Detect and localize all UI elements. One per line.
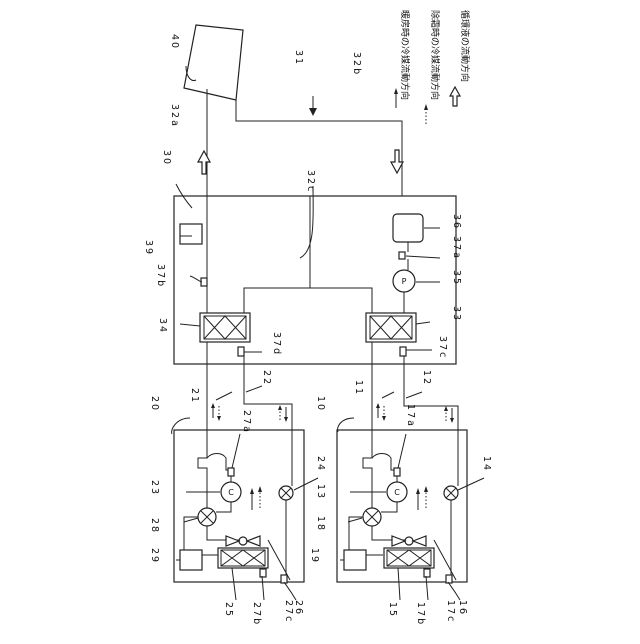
- sensor-17b: [424, 569, 430, 577]
- ref-label-31: 31: [293, 50, 304, 66]
- legend-heating: 暖房時の冷媒流動方向: [394, 10, 411, 108]
- hollow-arrow-icon: [450, 87, 460, 106]
- heat-exchanger-15: [384, 548, 434, 568]
- fan-icon-10: [392, 536, 426, 546]
- ref-label-15: 15: [387, 602, 398, 618]
- ref-label-29: 29: [149, 548, 160, 564]
- ref-label-34: 34: [157, 318, 168, 334]
- ref-label-27b: 27b: [251, 602, 262, 626]
- compressor-symbol-20: C: [228, 488, 234, 497]
- ref-label-32c: 32c: [305, 170, 316, 193]
- pump-symbol: P: [402, 277, 407, 286]
- legend-liquid: 循環液の流動方向: [450, 10, 471, 106]
- ref-label-37a: 37a: [451, 236, 462, 260]
- ref-label-10: 10: [315, 396, 326, 412]
- ref-label-16: 16: [457, 600, 468, 616]
- component-19: [344, 550, 366, 570]
- ref-label-22: 22: [261, 370, 272, 386]
- ref-label-32b: 32b: [351, 52, 362, 76]
- ref-label-24: 24: [315, 456, 326, 472]
- heat-exchanger-33: [366, 313, 416, 342]
- pipe-32b: [236, 100, 402, 196]
- ref-label-36: 36: [451, 214, 462, 230]
- arrow-31-head: [309, 108, 317, 116]
- ref-label-17b: 17b: [415, 602, 426, 626]
- sensor-37a: [399, 252, 405, 259]
- sensor-17c: [446, 575, 452, 583]
- component-36: [393, 214, 423, 242]
- ref-label-28: 28: [149, 518, 160, 534]
- hollow-arrow-icon-up: [198, 151, 210, 174]
- ref-label-27c: 27c: [283, 600, 294, 623]
- ref-label-12: 12: [421, 370, 432, 386]
- sensor-37c: [400, 347, 406, 356]
- ref-label-21: 21: [189, 388, 200, 404]
- sensor-37d: [238, 347, 244, 356]
- legend-defrost: 除霜時の冷媒流動方向: [424, 10, 441, 124]
- ref-label-11: 11: [353, 380, 364, 396]
- sensor-17a: [394, 468, 400, 476]
- ref-label-35: 35: [451, 270, 462, 286]
- ref-label-39: 39: [143, 240, 154, 256]
- ref-label-17c: 17c: [445, 600, 456, 623]
- legend-text-liquid: 循環液の流動方向: [459, 10, 471, 82]
- load-unit-40: [184, 25, 243, 100]
- sensor-27a: [228, 468, 234, 476]
- ref-label-37b: 37b: [155, 264, 166, 288]
- heat-exchanger-25: [218, 548, 268, 568]
- ref-label-40: 40: [169, 34, 180, 50]
- fan-icon-20: [226, 536, 260, 546]
- ref-label-17a: 17a: [405, 404, 416, 428]
- ref-label-25: 25: [223, 602, 234, 618]
- component-39: [180, 224, 202, 244]
- ref-label-32a: 32a: [169, 104, 180, 128]
- ref-label-33: 33: [451, 306, 462, 322]
- legend-text-heating: 暖房時の冷媒流動方向: [399, 10, 411, 100]
- ref-label-23: 23: [149, 480, 160, 496]
- component-29: [180, 550, 202, 570]
- ref-label-14: 14: [481, 456, 492, 472]
- ref-label-13: 13: [315, 484, 326, 500]
- ref-label-27a: 27a: [241, 410, 252, 434]
- ref-label-37c: 37c: [437, 336, 448, 359]
- ref-label-18: 18: [315, 516, 326, 532]
- legend: 暖房時の冷媒流動方向 除霜時の冷媒流動方向 循環液の流動方向: [394, 10, 471, 124]
- ref-label-20: 20: [149, 396, 160, 412]
- heat-exchanger-34: [200, 313, 250, 342]
- compressor-symbol-10: C: [394, 488, 400, 497]
- ref-label-30: 30: [161, 150, 172, 166]
- sensor-27b: [260, 569, 266, 577]
- hollow-arrow-icon-down: [391, 150, 403, 173]
- ref-label-37d: 37d: [271, 332, 282, 356]
- sensor-27c: [281, 575, 287, 583]
- legend-text-defrost: 除霜時の冷媒流動方向: [429, 10, 441, 100]
- ref-label-19: 19: [309, 548, 320, 564]
